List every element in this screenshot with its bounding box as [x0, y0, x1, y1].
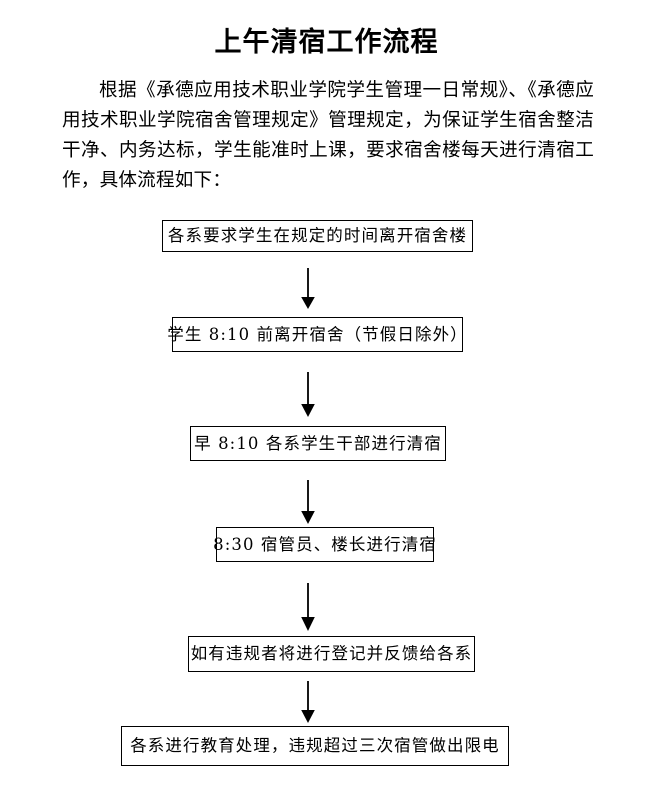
flow-step-4[interactable]: 8:30 宿管员、楼长进行清宿: [213, 527, 437, 562]
flow-step-1[interactable]: 各系要求学生在规定的时间离开宿舍楼: [162, 220, 473, 252]
intro-paragraph: 根据《承德应用技术职业学院学生管理一日常规》、《承德应用技术职业学院宿舍管理规定…: [62, 79, 594, 191]
arrow-down-icon-4: [299, 583, 317, 631]
flow-step-6[interactable]: 各系进行教育处理，违规超过三次宿管做出限电: [121, 726, 509, 766]
flow-step-6-label: 各系进行教育处理，违规超过三次宿管做出限电: [130, 736, 500, 755]
arrow-down-icon-2: [299, 372, 317, 417]
arrow-down-icon-1: [299, 268, 317, 309]
flow-step-3-label: 早 8:10 各系学生干部进行清宿: [194, 433, 442, 453]
page-title: 上午清宿工作流程: [214, 27, 439, 59]
flow-step-5-label: 如有违规者将进行登记并反馈给各系: [190, 644, 473, 663]
flow-step-1-label: 各系要求学生在规定的时间离开宿舍楼: [167, 226, 468, 245]
flow-step-5[interactable]: 如有违规者将进行登记并反馈给各系: [188, 636, 475, 672]
flow-step-2[interactable]: 学生 8:10 前离开宿舍（节假日除外）: [167, 317, 467, 352]
flow-step-3[interactable]: 早 8:10 各系学生干部进行清宿: [190, 426, 446, 461]
arrow-down-icon-5: [299, 681, 317, 723]
arrow-down-icon-3: [299, 480, 317, 524]
flow-step-4-label: 8:30 宿管员、楼长进行清宿: [213, 534, 437, 554]
flow-step-2-label: 学生 8:10 前离开宿舍（节假日除外）: [167, 324, 468, 344]
